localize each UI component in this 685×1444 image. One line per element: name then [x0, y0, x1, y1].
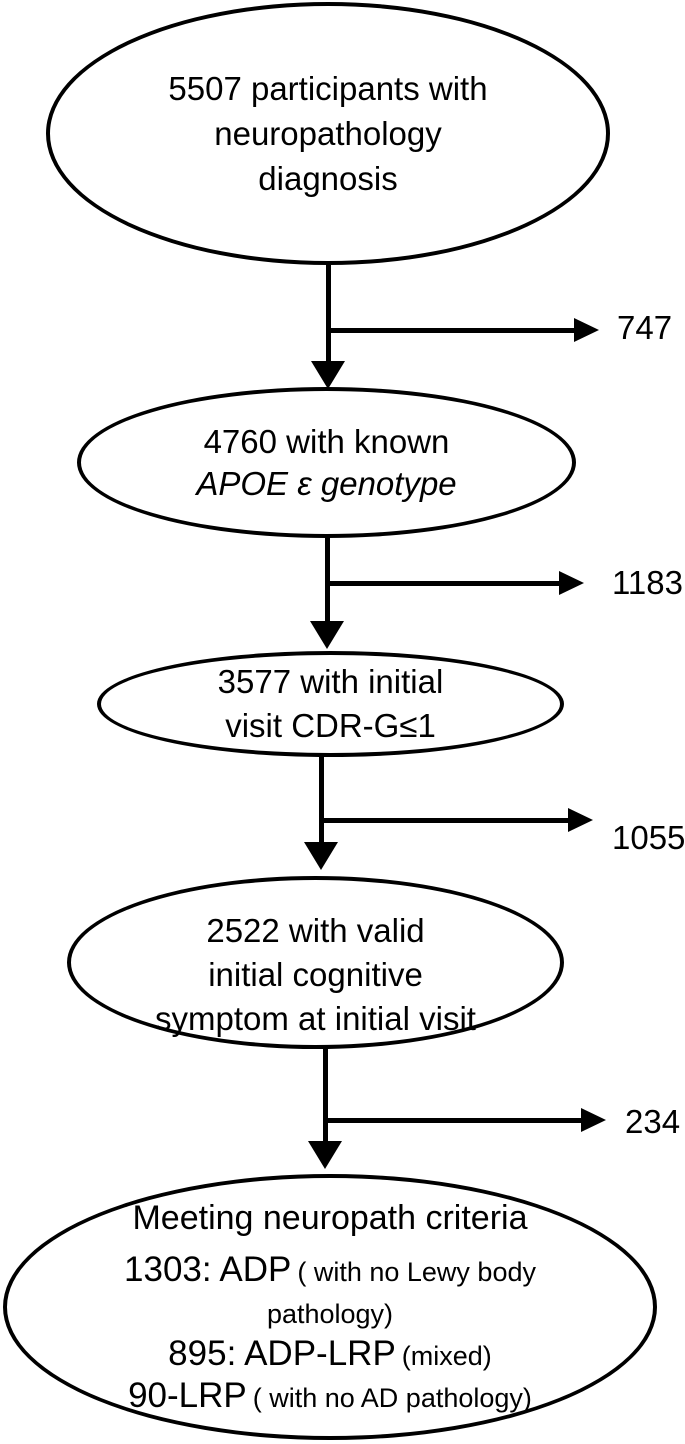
- adp-note: ( with no Lewy body: [297, 1257, 536, 1287]
- node-text-line: 4760 with known: [203, 422, 450, 460]
- flow-node-cognitive-symptom: 2522 with valid initial cognitive sympto…: [67, 876, 564, 1049]
- node-text-line: neuropathology: [214, 115, 442, 152]
- down-connector-line: [323, 1047, 328, 1141]
- arrowhead-right-icon: [559, 571, 584, 595]
- exclusion-branch-line: [321, 818, 568, 823]
- exclusion-count: 747: [617, 309, 673, 346]
- node-text-line: 895: ADP-LRP(mixed): [168, 1334, 492, 1376]
- node-text-line: symptom at initial visit: [155, 999, 476, 1037]
- down-connector-line: [326, 265, 331, 361]
- exclusion-count: 1055: [612, 819, 685, 856]
- flow-node-apoe-genotype: 4760 with known APOE ε genotype: [77, 387, 576, 538]
- node-text-line: pathology): [267, 1292, 393, 1334]
- node-text-line: 1303: ADP( with no Lewy body: [124, 1250, 536, 1292]
- count-adp-lrp: 895: ADP-LRP: [168, 1334, 396, 1373]
- node-title: Meeting neuropath criteria: [132, 1199, 528, 1237]
- down-connector-line: [325, 537, 330, 621]
- count-lrp: 90-LRP: [128, 1376, 247, 1415]
- node-text-line: 2522 with valid: [206, 911, 425, 949]
- node-text-line: visit CDR-G≤1: [225, 707, 436, 744]
- arrowhead-down-icon: [311, 361, 345, 389]
- exclusion-branch-line: [325, 1118, 581, 1123]
- node-text-line-italic: APOE ε genotype: [196, 464, 457, 502]
- arrowhead-down-icon: [308, 1141, 342, 1169]
- down-connector-line: [319, 755, 324, 842]
- node-text-line: initial cognitive: [208, 955, 423, 993]
- node-text-line: diagnosis: [258, 160, 398, 197]
- exclusion-branch-line: [328, 328, 574, 333]
- count-adp: 1303: ADP: [124, 1250, 292, 1289]
- adp-lrp-note: (mixed): [401, 1341, 492, 1371]
- arrowhead-right-icon: [581, 1108, 606, 1132]
- exclusion-count: 1183: [612, 564, 683, 601]
- flow-node-cdr: 3577 with initial visit CDR-G≤1: [97, 651, 564, 757]
- lrp-note: ( with no AD pathology): [252, 1383, 532, 1413]
- flow-node-neuropath-criteria: Meeting neuropath criteria 1303: ADP( wi…: [3, 1174, 657, 1440]
- arrowhead-down-icon: [304, 842, 338, 870]
- arrowhead-right-icon: [574, 318, 599, 342]
- flow-node-participants: 5507 participants with neuropathology di…: [46, 2, 610, 265]
- node-text-line: 3577 with initial: [217, 663, 444, 700]
- node-text-line: 5507 participants with: [168, 70, 488, 107]
- arrowhead-right-icon: [568, 808, 593, 832]
- adp-note-continued: pathology): [266, 1299, 394, 1329]
- exclusion-branch-line: [327, 581, 559, 586]
- exclusion-count: 234: [625, 1103, 681, 1140]
- node-text-line: 90-LRP( with no AD pathology): [128, 1376, 532, 1418]
- arrowhead-down-icon: [310, 621, 344, 649]
